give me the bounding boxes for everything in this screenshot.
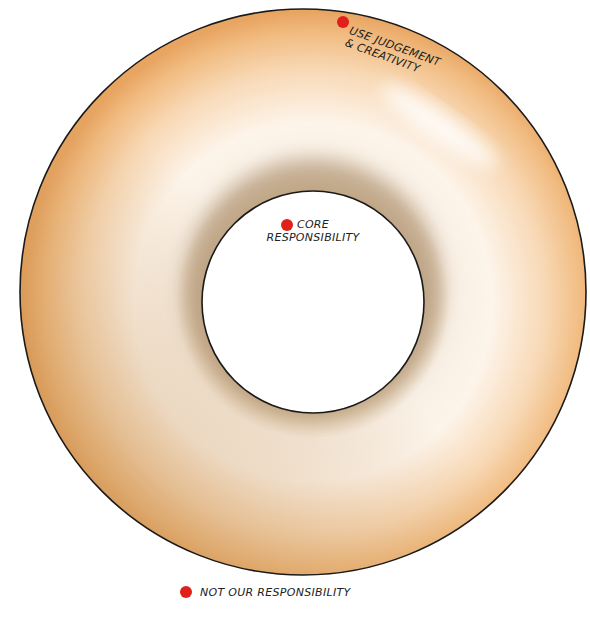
core-circle: CORE RESPONSIBILITY bbox=[201, 190, 425, 414]
zone-label: CORE RESPONSIBILITY bbox=[263, 218, 363, 244]
ring-fill bbox=[20, 9, 586, 575]
ring-shade bbox=[20, 9, 586, 575]
highlight bbox=[374, 74, 505, 177]
red-dot bbox=[281, 219, 293, 231]
outer-outline bbox=[20, 9, 586, 575]
ring-zone: CORE RESPONSIBILITYUSE JUDGEMENT & CREAT… bbox=[19, 8, 587, 576]
red-dot bbox=[337, 16, 349, 28]
inner-outline bbox=[202, 191, 424, 413]
red-dot bbox=[180, 586, 192, 598]
zone-label: NOT OUR RESPONSIBILITY bbox=[200, 586, 350, 599]
inner-shadow bbox=[183, 158, 443, 418]
